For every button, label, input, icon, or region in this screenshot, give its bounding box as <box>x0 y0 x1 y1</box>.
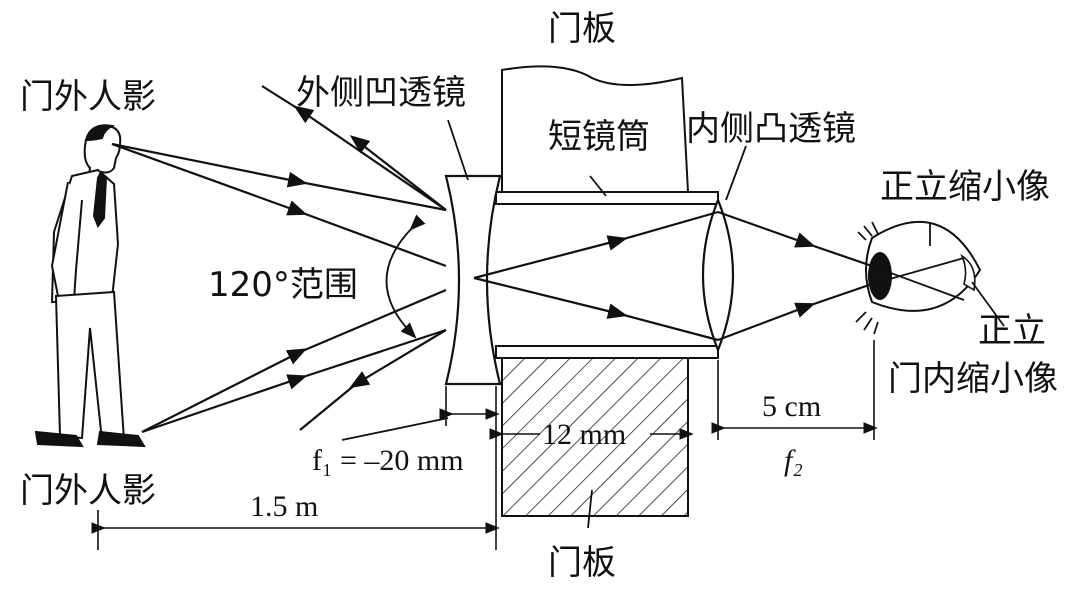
label-person-distance: 1.5 m <box>250 490 318 523</box>
person-figure <box>34 124 146 448</box>
label-concave-lens: 外侧凹透镜 <box>296 73 466 113</box>
label-person-top: 门外人影 <box>20 77 156 117</box>
label-upright-small-image: 正立缩小像 <box>880 167 1050 207</box>
label-focal-2-distance: 5 cm <box>762 390 821 423</box>
label-door-top: 门板 <box>548 9 616 49</box>
leader-lines <box>447 119 1005 529</box>
view-angle-arc <box>385 214 426 339</box>
label-view-angle: 120°范围 <box>208 265 358 305</box>
label-tube-length: 12 mm <box>542 418 626 451</box>
convex-lens <box>701 197 735 353</box>
label-inner-image-2: 门内缩小像 <box>888 359 1058 399</box>
eye <box>855 220 982 335</box>
label-focal-1: f₁ = –20 mm <box>312 444 464 477</box>
tube-rays <box>473 210 719 342</box>
door-board-top <box>501 65 690 193</box>
label-short-tube: 短镜筒 <box>548 117 650 157</box>
label-person-bottom: 门外人影 <box>20 471 156 511</box>
label-door-bottom: 门板 <box>548 543 616 583</box>
incoming-rays <box>111 85 447 434</box>
dimension-lines <box>91 340 878 550</box>
label-inner-image-1: 正立 <box>978 311 1046 351</box>
concave-lens <box>444 174 502 386</box>
eye-rays <box>717 210 965 342</box>
door-board-bottom <box>501 357 689 517</box>
short-tube <box>495 191 719 359</box>
label-focal-2: f₂ <box>784 444 803 477</box>
label-convex-lens: 内侧凸透镜 <box>686 109 856 149</box>
